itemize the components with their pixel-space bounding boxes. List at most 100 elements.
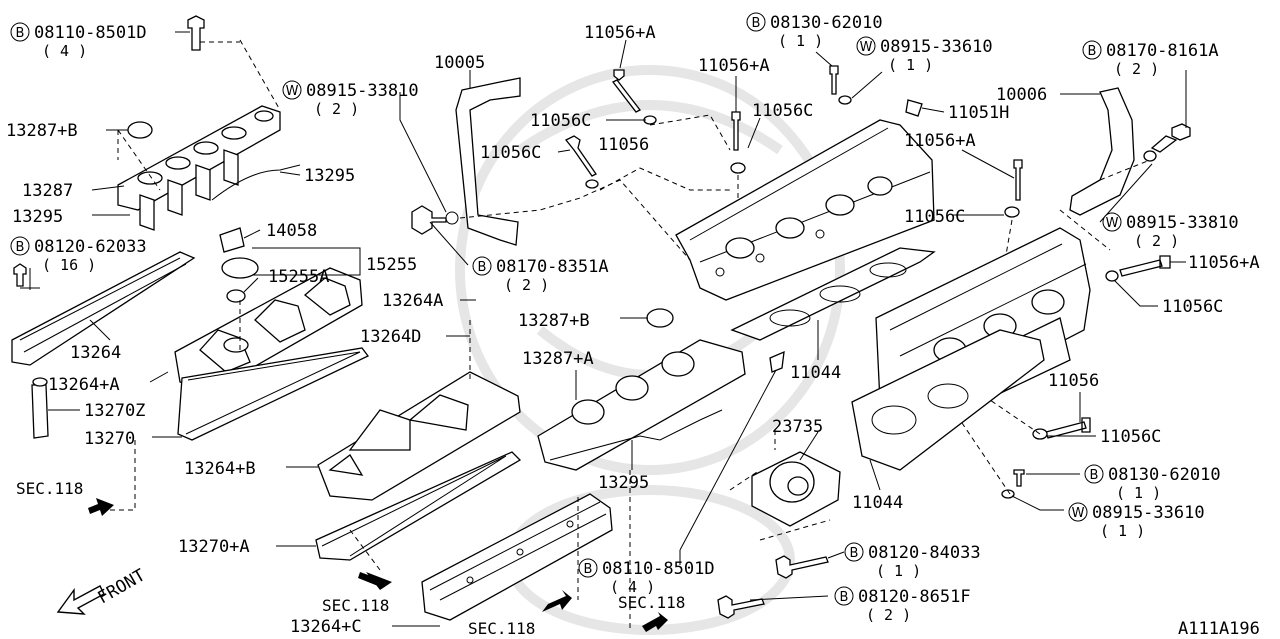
prefix-circle-icon: [746, 12, 766, 32]
part-number: 11056C: [904, 207, 965, 227]
quantity: ( 1 ): [876, 562, 921, 580]
gasket-13295-upper: [211, 164, 301, 201]
leader-lines: [20, 31, 1187, 627]
bolt-11056-lower: [1045, 417, 1091, 439]
quantity: ( 2 ): [866, 606, 911, 624]
bolt-08120-62033: [13, 263, 27, 287]
callout-11056c: 11056C: [1162, 297, 1223, 317]
part-number: 08130-62010: [770, 13, 883, 33]
cylinder-head-center: [675, 119, 935, 301]
bolt-08120-84033: [775, 555, 829, 579]
callout-13287-b: 13287+B: [6, 121, 78, 141]
callout-11056-a: 11056+A: [904, 131, 976, 151]
part-number: 13264+B: [184, 459, 256, 479]
part-number: 15255: [366, 255, 417, 275]
arrow-sec-118-bottom: [542, 590, 572, 612]
bushing-14058: [219, 227, 245, 253]
sec-118-label-4: SEC.118: [618, 593, 685, 612]
part-number: 08130-62010: [1108, 465, 1221, 485]
callout-13287: 13287: [22, 181, 73, 201]
intake-collector: [117, 105, 281, 231]
part-number: 08110-8501D: [602, 559, 715, 579]
quantity: ( 16 ): [42, 256, 96, 274]
part-number: 14058: [266, 221, 317, 241]
part-number: 13270+A: [178, 537, 250, 557]
washer-08915-33810-right: [1143, 150, 1157, 162]
prefix-circle-icon: [856, 36, 876, 56]
bolt-08130-62010-right: [1013, 469, 1025, 487]
cap-13287b-left: [127, 121, 153, 139]
callout-11056c: 11056C: [480, 143, 541, 163]
prefix-letter: B: [850, 546, 859, 561]
part-number: 11056+A: [904, 131, 976, 151]
part-number: 13264+A: [48, 375, 120, 395]
gasket-13270a: [315, 451, 522, 561]
part-number: 11056: [598, 135, 649, 155]
part-number: 13270Z: [84, 401, 145, 421]
prefix-letter: B: [752, 16, 761, 31]
front-arrow-icon: [56, 585, 105, 615]
callout-08110-8501d: B 08110-8501D( 4 ): [578, 558, 715, 596]
prefix-circle-icon: [578, 558, 598, 578]
left-bank-parts: [11, 15, 631, 630]
part-number: 15255A: [268, 267, 329, 287]
part-number: 11056+A: [584, 23, 656, 43]
bracket-10006: [1069, 87, 1135, 216]
part-number: 11056C: [1162, 297, 1223, 317]
callout-13287-a: 13287+A: [522, 349, 594, 369]
prefix-letter: B: [584, 562, 593, 577]
quantity: ( 2 ): [314, 100, 359, 118]
sec-118-label-3: SEC.118: [468, 619, 535, 638]
part-number: 08110-8501D: [34, 23, 147, 43]
callout-15255: 15255: [366, 255, 417, 275]
callout-13287-b: 13287+B: [518, 311, 590, 331]
bolt-top-left: [187, 15, 205, 51]
prefix-letter: B: [16, 240, 25, 255]
part-number: 08915-33810: [1126, 213, 1239, 233]
prefix-letter: B: [16, 26, 25, 41]
callout-10005: 10005: [434, 53, 485, 73]
part-number: 11056: [1048, 371, 1099, 391]
prefix-circle-icon: [1102, 212, 1122, 232]
part-number: 13264D: [360, 327, 421, 347]
cap-15255: [221, 257, 259, 279]
quantity: ( 1 ): [1100, 522, 1145, 540]
bolt-08110-8501d-center: [769, 350, 785, 373]
callout-13264-a: 13264+A: [48, 375, 120, 395]
part-number: 08915-33810: [306, 81, 419, 101]
callout-11056c: 11056C: [752, 101, 813, 121]
quantity: ( 4 ): [610, 578, 655, 596]
callout-10006: 10006: [996, 85, 1047, 105]
callout-23735: 23735: [772, 417, 823, 437]
head-gasket-11044-right: [851, 329, 1045, 471]
rocker-cover-13264c: [421, 493, 613, 621]
sealant-13270z: [31, 384, 49, 439]
rocker-cover-13264b: [317, 371, 521, 501]
part-number: 11056C: [752, 101, 813, 121]
prefix-letter: W: [1106, 216, 1119, 231]
arrow-sec-118-center: [358, 572, 392, 590]
part-number: 10006: [996, 85, 1047, 105]
right-bank-parts: [851, 87, 1191, 499]
part-number: 08915-33610: [880, 37, 993, 57]
part-number: 13287: [22, 181, 73, 201]
callout-11056-a: 11056+A: [698, 56, 770, 76]
cap-13287b-center: [646, 308, 674, 328]
prefix-circle-icon: [1084, 464, 1104, 484]
prefix-circle-icon: [834, 586, 854, 606]
callout-11056c: 11056C: [904, 207, 965, 227]
part-number: 11056+A: [1188, 253, 1260, 273]
sec-118-label-1: SEC.118: [16, 479, 83, 498]
callout-11056-a: 11056+A: [584, 23, 656, 43]
rocker-cover-14058-group: [174, 227, 363, 393]
center-parts: [411, 65, 936, 619]
washer-08915-33810: [445, 211, 459, 225]
callout-13270: 13270: [84, 429, 135, 449]
